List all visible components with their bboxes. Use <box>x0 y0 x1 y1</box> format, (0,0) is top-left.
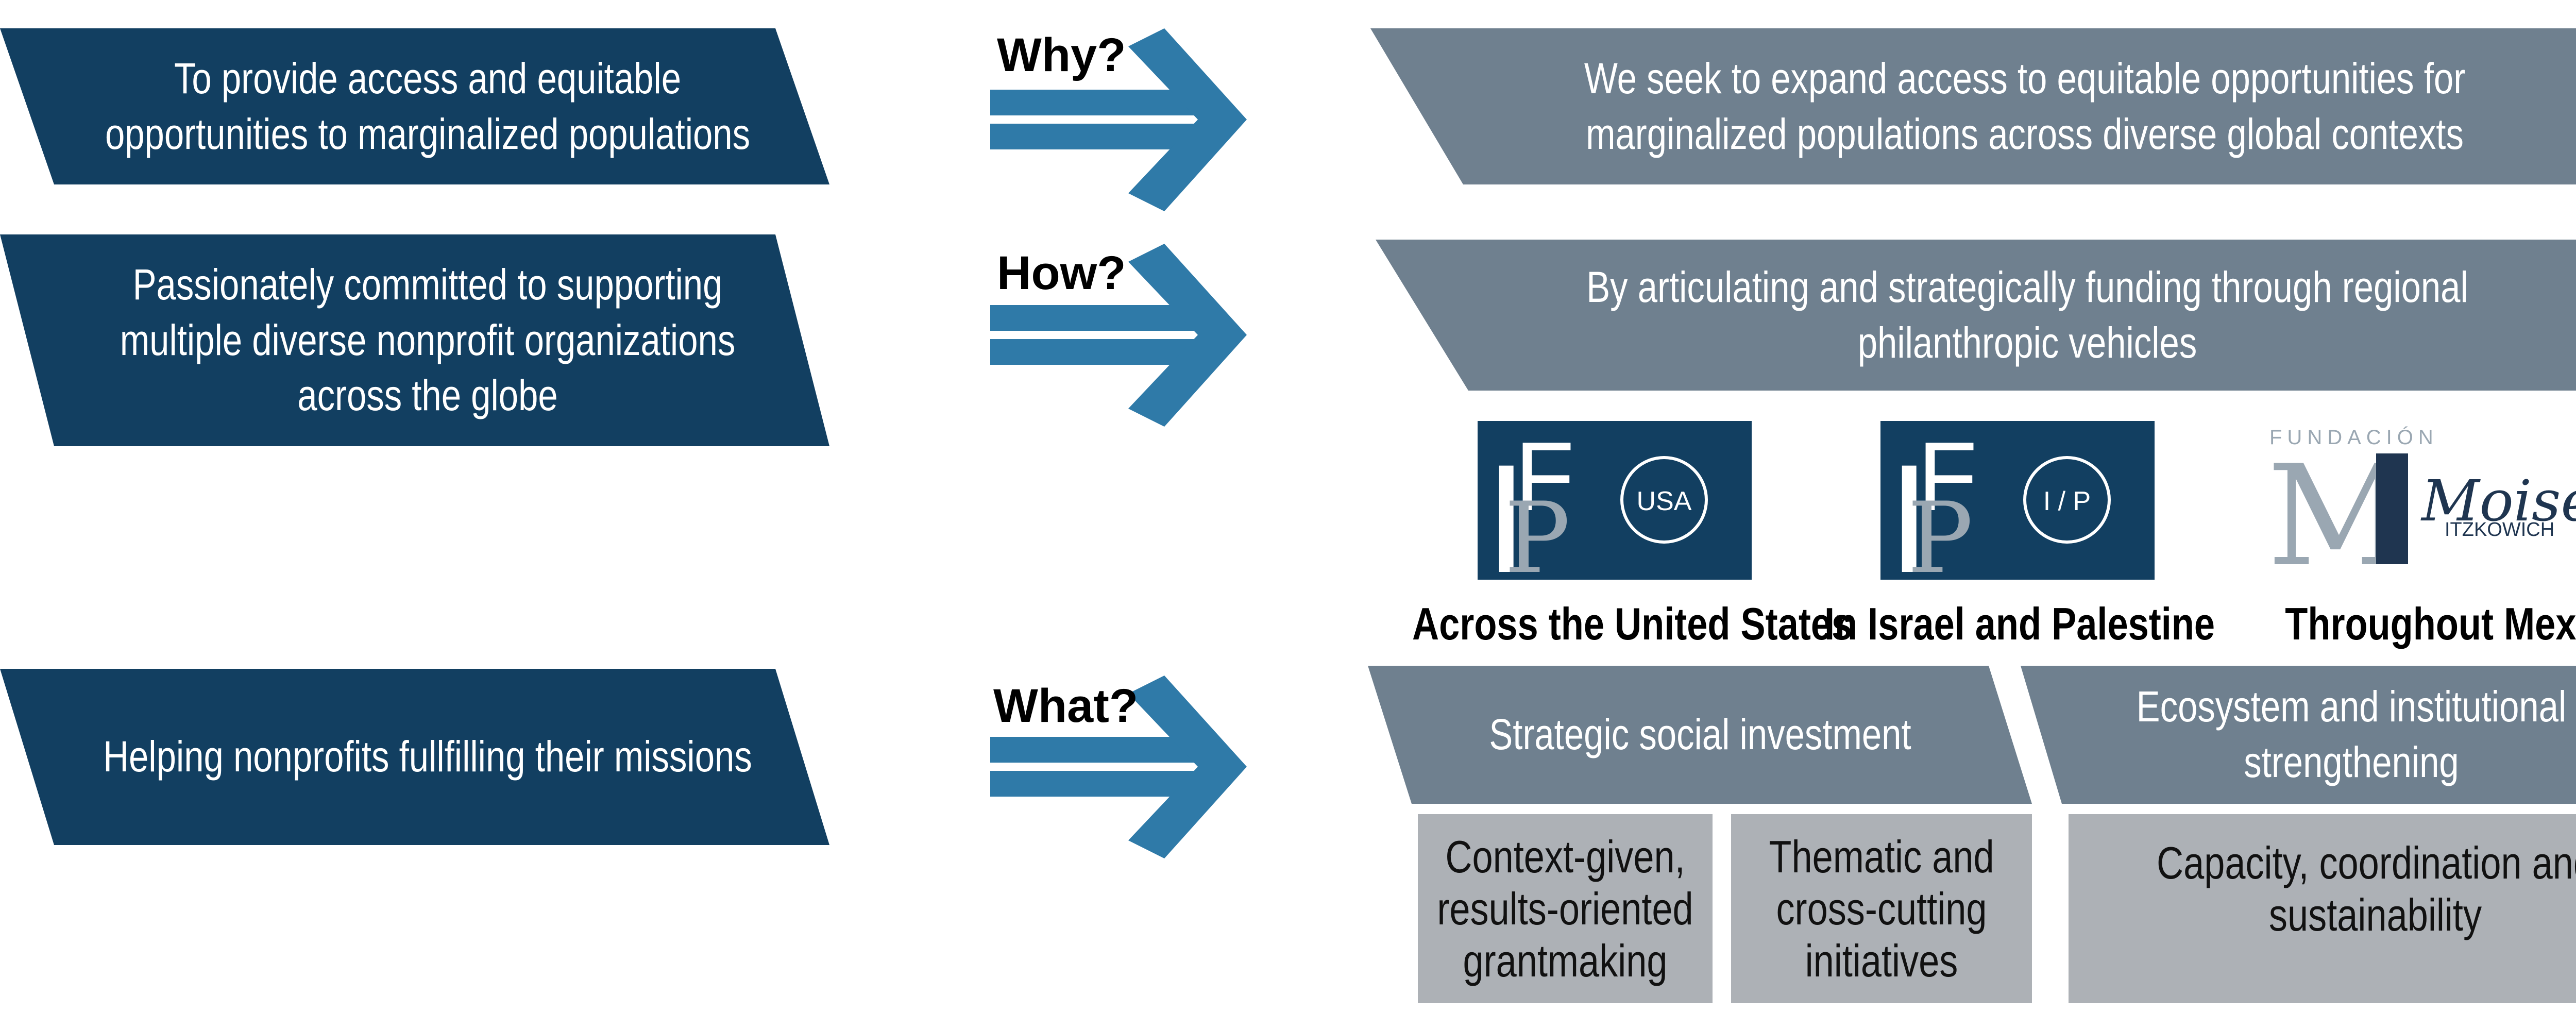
box-capacity-line-0: Capacity, coordination and <box>2156 837 2576 888</box>
ifp-usa-logo: I F P USA <box>1478 421 1752 605</box>
box-grantmaking <box>1418 814 1713 1003</box>
header-investment-text: Strategic social investment <box>1447 666 1954 804</box>
right-how-line-1: philanthropic vehicles <box>1857 318 2197 367</box>
region-usa-label: Across the United States <box>1412 598 1853 649</box>
right-why-line-0: We seek to expand access to equitable op… <box>1584 54 2466 103</box>
fundacion-mi-logo: FUNDACIÓN M Moisés ITZKOWICH <box>2267 426 2576 597</box>
left-how-shape <box>0 234 829 446</box>
left-what-lines: Helping nonprofits fullfilling their mis… <box>103 729 752 785</box>
logo-mx-script: Moisés <box>2420 468 2576 534</box>
logo-mx-top: FUNDACIÓN <box>2269 426 2438 449</box>
logo-usa-F: F <box>1515 422 1574 531</box>
left-why-lines: To provide access and equitable opportuni… <box>105 51 750 162</box>
header-ecosystem-text: Ecosystem and institutional strengthening <box>2097 666 2576 804</box>
logo-ip-P: P <box>1907 481 1973 595</box>
logo-mx-bottom: ITZKOWICH <box>2445 519 2554 541</box>
box-grantmaking-line-0: Context-given, <box>1445 831 1685 882</box>
left-how-text: Passionately committed to supporting mult… <box>120 234 736 446</box>
left-why-line-1: opportunities to marginalized population… <box>105 109 751 158</box>
header-ecosystem-line-1: strengthening <box>2244 738 2459 786</box>
region-ip-label: In Israel and Palestine <box>1824 598 2215 649</box>
header-investment-shape <box>1368 666 2032 804</box>
left-how-line-2: across the globe <box>297 371 558 420</box>
box-grantmaking-line-2: grantmaking <box>1463 935 1668 987</box>
header-ecosystem-shape <box>2021 666 2576 804</box>
left-why-text: To provide access and equitable opportuni… <box>105 28 750 184</box>
arrow-what-icon <box>990 676 1247 858</box>
question-why: Why? <box>997 29 1126 81</box>
header-ecosystem-lines: Ecosystem and institutional strengthening <box>2137 679 2567 790</box>
box-grantmaking-line-1: results-oriented <box>1437 883 1693 934</box>
left-what-shape <box>0 669 829 845</box>
logo-ip-badge: I / P <box>2043 486 2091 516</box>
header-investment-lines: Strategic social investment <box>1489 707 1911 763</box>
right-how-lines: By articulating and strategically fundin… <box>1586 260 2468 370</box>
question-what: What? <box>993 680 1139 732</box>
logo-ip-I: I <box>1888 432 1930 605</box>
box-initiatives <box>1731 814 2032 1003</box>
region-mexico-label: Throughout Mexico <box>2285 598 2576 649</box>
right-how-text: By articulating and strategically fundin… <box>1535 240 2520 391</box>
left-why-line-0: To provide access and equitable <box>174 54 682 103</box>
question-how: How? <box>997 247 1126 299</box>
logo-ip-F: F <box>1918 422 1977 531</box>
header-investment-line-0: Strategic social investment <box>1489 710 1911 759</box>
right-why-line-1: marginalized populations across diverse … <box>1586 109 2464 158</box>
box-initiatives-line-0: Thematic and <box>1769 831 1994 882</box>
header-ecosystem-line-0: Ecosystem and institutional <box>2136 682 2567 731</box>
right-why-text: We seek to expand access to equitable op… <box>1531 28 2519 184</box>
left-how-line-0: Passionately committed to supporting <box>132 260 723 309</box>
right-how-line-0: By articulating and strategically fundin… <box>1586 262 2468 311</box>
box-capacity <box>2069 814 2576 1003</box>
right-how-shape <box>1376 240 2576 391</box>
left-why-shape <box>0 28 829 184</box>
arrow-why-icon <box>990 28 1247 211</box>
left-what-text: Helping nonprofits fullfilling their mis… <box>103 669 752 845</box>
left-how-line-1: multiple diverse nonprofit organizations <box>120 315 736 364</box>
logo-usa-badge: USA <box>1637 486 1692 516</box>
box-capacity-line-1: sustainability <box>2268 889 2482 940</box>
box-initiatives-line-1: cross-cutting <box>1776 883 1987 934</box>
right-why-shape <box>1370 28 2576 184</box>
logo-usa-I: I <box>1485 432 1528 605</box>
arrow-how-icon <box>990 244 1247 427</box>
left-how-lines: Passionately committed to supporting mult… <box>120 257 736 424</box>
box-initiatives-line-2: initiatives <box>1805 935 1958 987</box>
ifp-ip-logo: I F P I / P <box>1880 421 2155 605</box>
right-why-lines: We seek to expand access to equitable op… <box>1584 51 2465 162</box>
logo-usa-P: P <box>1504 481 1570 595</box>
left-what-line-0: Helping nonprofits fullfilling their mis… <box>103 732 752 781</box>
